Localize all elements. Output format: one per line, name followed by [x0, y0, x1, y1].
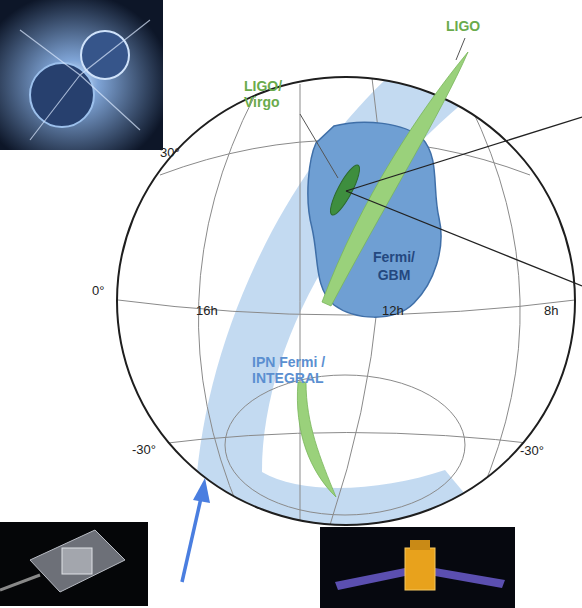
- region-outline: [304, 118, 444, 323]
- ligo-arc: [297, 382, 336, 497]
- pointer-arrowhead: [193, 478, 210, 503]
- detector-label: LIGO: [446, 18, 506, 34]
- right-ascension-label: 12h: [382, 304, 412, 319]
- detector-label: LIGO/ Virgo: [244, 78, 306, 110]
- integral-satellite-illustration: [320, 527, 515, 608]
- region-label: Fermi/ GBM: [359, 248, 429, 284]
- ipn-band: [195, 80, 485, 529]
- sky-globe: [117, 77, 575, 525]
- declination-label: 0°: [92, 284, 116, 299]
- right-ascension-label: 8h: [544, 304, 574, 319]
- right-ascension-label: 16h: [196, 304, 226, 319]
- coordinate-grid: [118, 78, 575, 525]
- instrument-label: IPN Fermi / INTEGRAL: [252, 354, 362, 386]
- pointer-arrow: [182, 498, 201, 582]
- declination-label: -30°: [520, 444, 560, 459]
- leader-line: [456, 38, 465, 60]
- fermi-satellite-illustration: [0, 522, 148, 606]
- declination-label: -30°: [132, 443, 172, 458]
- declination-label: 30°: [160, 146, 200, 161]
- localization-region: Fermi/ GBM: [304, 118, 444, 323]
- merger-illustration: [0, 0, 163, 150]
